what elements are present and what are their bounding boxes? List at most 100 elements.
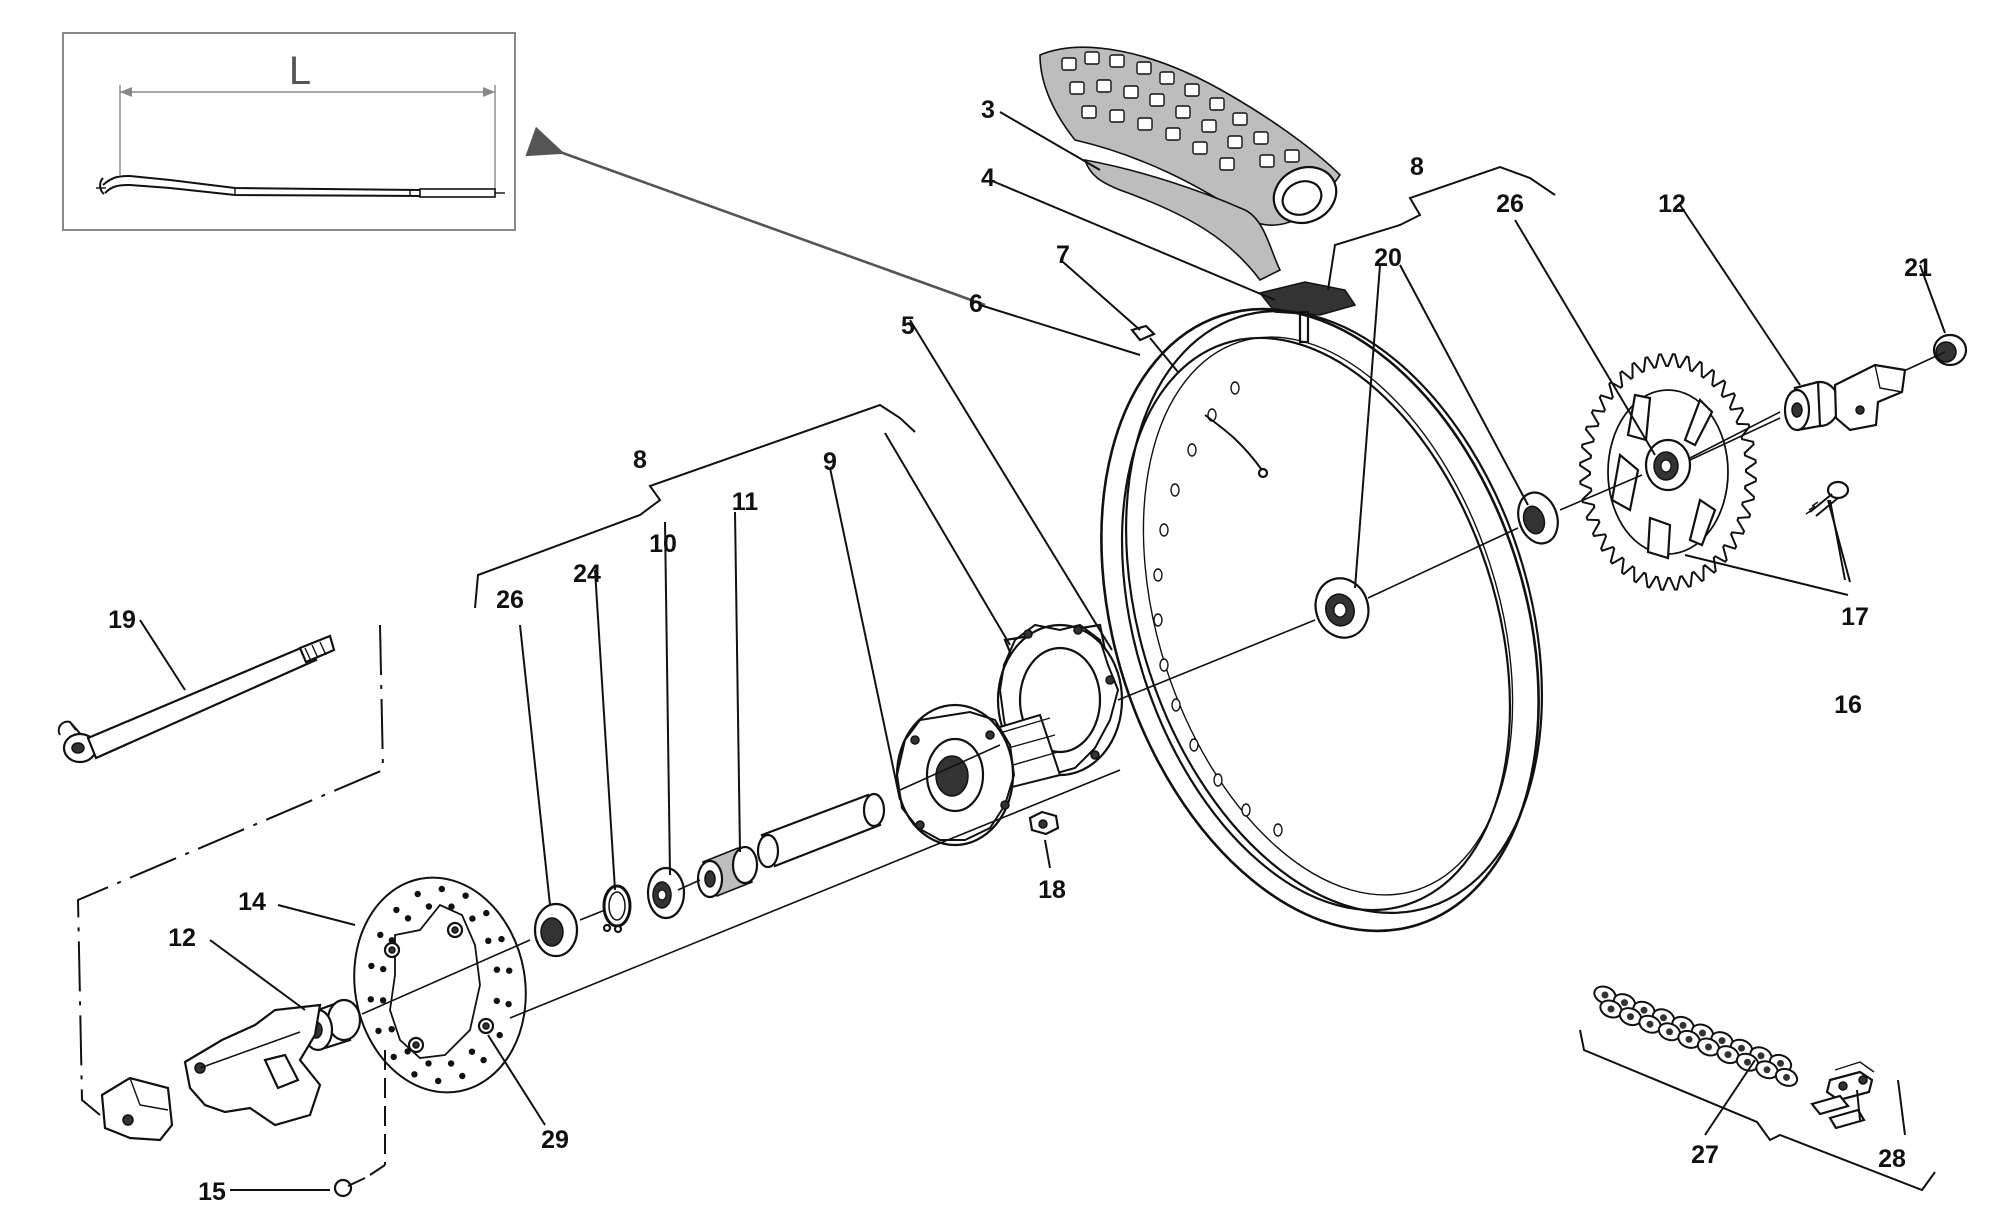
- callout-27: 27: [1691, 1141, 1719, 1169]
- disc-hole: [388, 937, 396, 944]
- sprocket-bolt: [1805, 480, 1850, 517]
- disc-hole: [505, 1000, 512, 1008]
- chain-pin: [1646, 1020, 1654, 1028]
- callout-21: 21: [1904, 254, 1932, 282]
- group-brackets: [76, 165, 1936, 1192]
- disc-hole: [459, 1072, 466, 1080]
- disc-hole: [448, 903, 455, 910]
- chain-pin: [1607, 1005, 1615, 1013]
- callout-labels: 3 4 7 6 5 8 20 26 12 21 17 16 8 9 11 10 …: [108, 96, 1932, 1206]
- disc-hole: [462, 892, 469, 899]
- callout-10: 10: [649, 530, 677, 558]
- drive-chain: [1593, 985, 1799, 1087]
- callout-7: 7: [1056, 241, 1070, 269]
- chain-pin: [1763, 1066, 1771, 1074]
- disc-hole: [367, 996, 374, 1003]
- disc-hole: [483, 909, 490, 917]
- bearing-center: [1314, 577, 1370, 639]
- callout-26-right: 26: [1496, 190, 1524, 218]
- seal-left: [533, 902, 579, 958]
- callout-5: 5: [901, 312, 915, 340]
- bearing-right: [1517, 491, 1559, 545]
- sprocket: [1579, 353, 1757, 591]
- master-link: [1810, 1061, 1875, 1130]
- chain-pin: [1724, 1051, 1732, 1059]
- disc-hole: [480, 1056, 487, 1064]
- caliper-bracket: [183, 1003, 322, 1127]
- callout-3: 3: [981, 96, 995, 124]
- chain-adjuster-right: [1833, 363, 1907, 432]
- disc-hole: [404, 915, 412, 922]
- hub: [895, 623, 1124, 847]
- chain-pin: [1777, 1059, 1784, 1067]
- chain-pin: [1679, 1021, 1687, 1029]
- callout-6: 6: [969, 290, 983, 318]
- disc-hole: [393, 906, 400, 914]
- disc-hole: [390, 1053, 397, 1061]
- callout-11: 11: [732, 488, 759, 516]
- rim: [1100, 307, 1543, 933]
- disc-hole: [498, 935, 505, 943]
- callout-28: 28: [1878, 1145, 1906, 1173]
- disc-hole: [388, 1026, 395, 1033]
- spacer-tube: [756, 792, 886, 869]
- spoke-inset: L: [62, 32, 516, 231]
- circlip: [602, 884, 632, 934]
- chain-adjuster-left: [100, 1076, 174, 1142]
- inset-pointer-arrow: [525, 126, 986, 307]
- callout-4: 4: [981, 164, 995, 192]
- chain-pin: [1783, 1073, 1790, 1081]
- chain-pin: [1718, 1037, 1726, 1045]
- disc-bolt: [333, 1177, 366, 1198]
- chain-pin: [1738, 1044, 1745, 1052]
- disc-hole: [438, 885, 445, 893]
- disc-hole: [380, 965, 387, 973]
- chain-pin: [1685, 1035, 1693, 1043]
- brake-disc: [353, 876, 527, 1094]
- callout-17: 17: [1841, 603, 1869, 631]
- disc-hole: [414, 890, 421, 898]
- disc-hole: [493, 966, 501, 973]
- disc-hole: [425, 903, 433, 910]
- disc-hole: [377, 931, 384, 939]
- chain-pin: [1660, 1014, 1667, 1022]
- bearing-hub: [646, 866, 686, 920]
- disc-hole: [469, 915, 476, 922]
- callout-26-left: 26: [496, 586, 524, 614]
- spoke-drawing: [96, 174, 505, 198]
- spacer-right: [1783, 380, 1841, 432]
- dimension-label-L: L: [289, 49, 311, 93]
- bushing: [696, 845, 759, 899]
- disc-hole: [404, 1048, 411, 1055]
- disc-hole: [425, 1060, 432, 1067]
- disc-hole: [506, 967, 513, 974]
- callout-14: 14: [238, 888, 266, 916]
- callout-29: 29: [541, 1126, 569, 1154]
- disc-hole: [496, 1031, 503, 1039]
- disc-hole: [493, 997, 500, 1005]
- chain-pin: [1666, 1028, 1673, 1036]
- axle: [57, 634, 336, 764]
- disc-hole: [379, 997, 387, 1004]
- callout-18: 18: [1038, 876, 1066, 904]
- disc-hole: [447, 1060, 455, 1067]
- callout-24: 24: [573, 560, 601, 588]
- callout-12-left: 12: [168, 924, 196, 952]
- disc-hole: [435, 1077, 442, 1085]
- hub-nut: [1028, 810, 1060, 836]
- callout-16: 16: [1834, 691, 1862, 719]
- chain-pin: [1601, 991, 1609, 999]
- disc-hole: [468, 1048, 476, 1055]
- callout-15: 15: [198, 1178, 226, 1206]
- callout-9: 9: [823, 448, 837, 476]
- chain-pin: [1621, 999, 1628, 1007]
- disc-hole: [368, 962, 375, 970]
- callout-20: 20: [1374, 244, 1402, 272]
- tire-section: [1039, 46, 1342, 282]
- callout-19: 19: [108, 606, 136, 634]
- chain-pin: [1640, 1006, 1648, 1014]
- disc-hole: [485, 937, 492, 944]
- chain-pin: [1757, 1052, 1765, 1060]
